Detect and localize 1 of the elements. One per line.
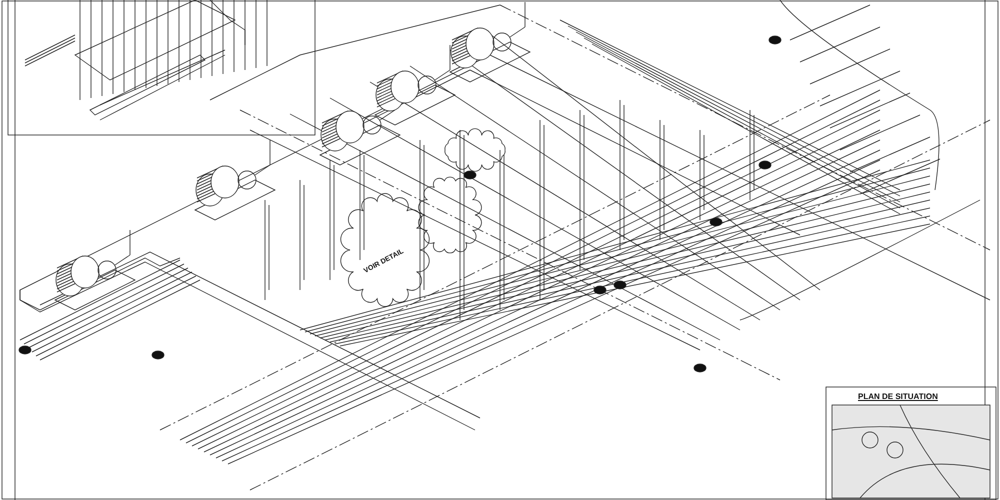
plan-title: PLAN DE SITUATION (858, 393, 938, 401)
